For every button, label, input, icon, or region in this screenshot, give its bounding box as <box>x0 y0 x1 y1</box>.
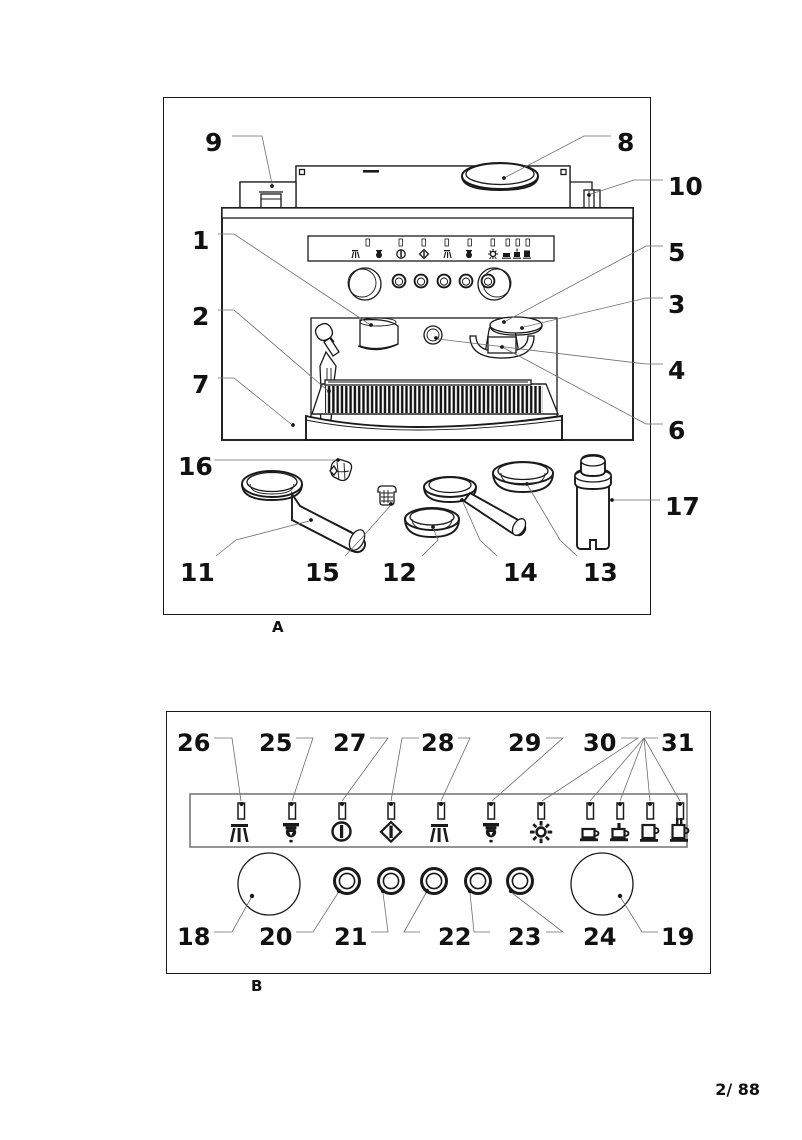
figure-a-caption: A <box>272 618 284 636</box>
callout-20: 20 <box>259 923 293 951</box>
callout-11: 11 <box>180 558 215 587</box>
callout-23: 23 <box>508 923 542 951</box>
callout-22: 22 <box>438 923 472 951</box>
callout-8: 8 <box>617 128 635 157</box>
callout-30: 30 <box>583 729 617 757</box>
callout-12: 12 <box>382 558 417 587</box>
callout-6: 6 <box>668 416 686 445</box>
callout-28: 28 <box>421 729 455 757</box>
callout-31: 31 <box>661 729 695 757</box>
callout-9: 9 <box>205 128 223 157</box>
callout-25: 25 <box>259 729 293 757</box>
figure-b-caption: B <box>251 977 263 995</box>
callout-24: 24 <box>583 923 617 951</box>
callout-15: 15 <box>305 558 340 587</box>
figure-a-frame <box>163 97 651 615</box>
callout-2: 2 <box>192 302 210 331</box>
callout-10: 10 <box>668 172 703 201</box>
callout-3: 3 <box>668 290 686 319</box>
page-number: 2/ 88 <box>715 1080 760 1099</box>
callout-4: 4 <box>668 356 686 385</box>
callout-19: 19 <box>661 923 695 951</box>
callout-5: 5 <box>668 238 686 267</box>
callout-21: 21 <box>334 923 368 951</box>
callout-13: 13 <box>583 558 618 587</box>
callout-14: 14 <box>503 558 538 587</box>
callout-1: 1 <box>192 226 210 255</box>
callout-18: 18 <box>177 923 211 951</box>
callout-16: 16 <box>178 452 213 481</box>
callout-29: 29 <box>508 729 542 757</box>
callout-26: 26 <box>177 729 211 757</box>
callout-17: 17 <box>665 492 700 521</box>
callout-27: 27 <box>333 729 367 757</box>
callout-7: 7 <box>192 370 210 399</box>
